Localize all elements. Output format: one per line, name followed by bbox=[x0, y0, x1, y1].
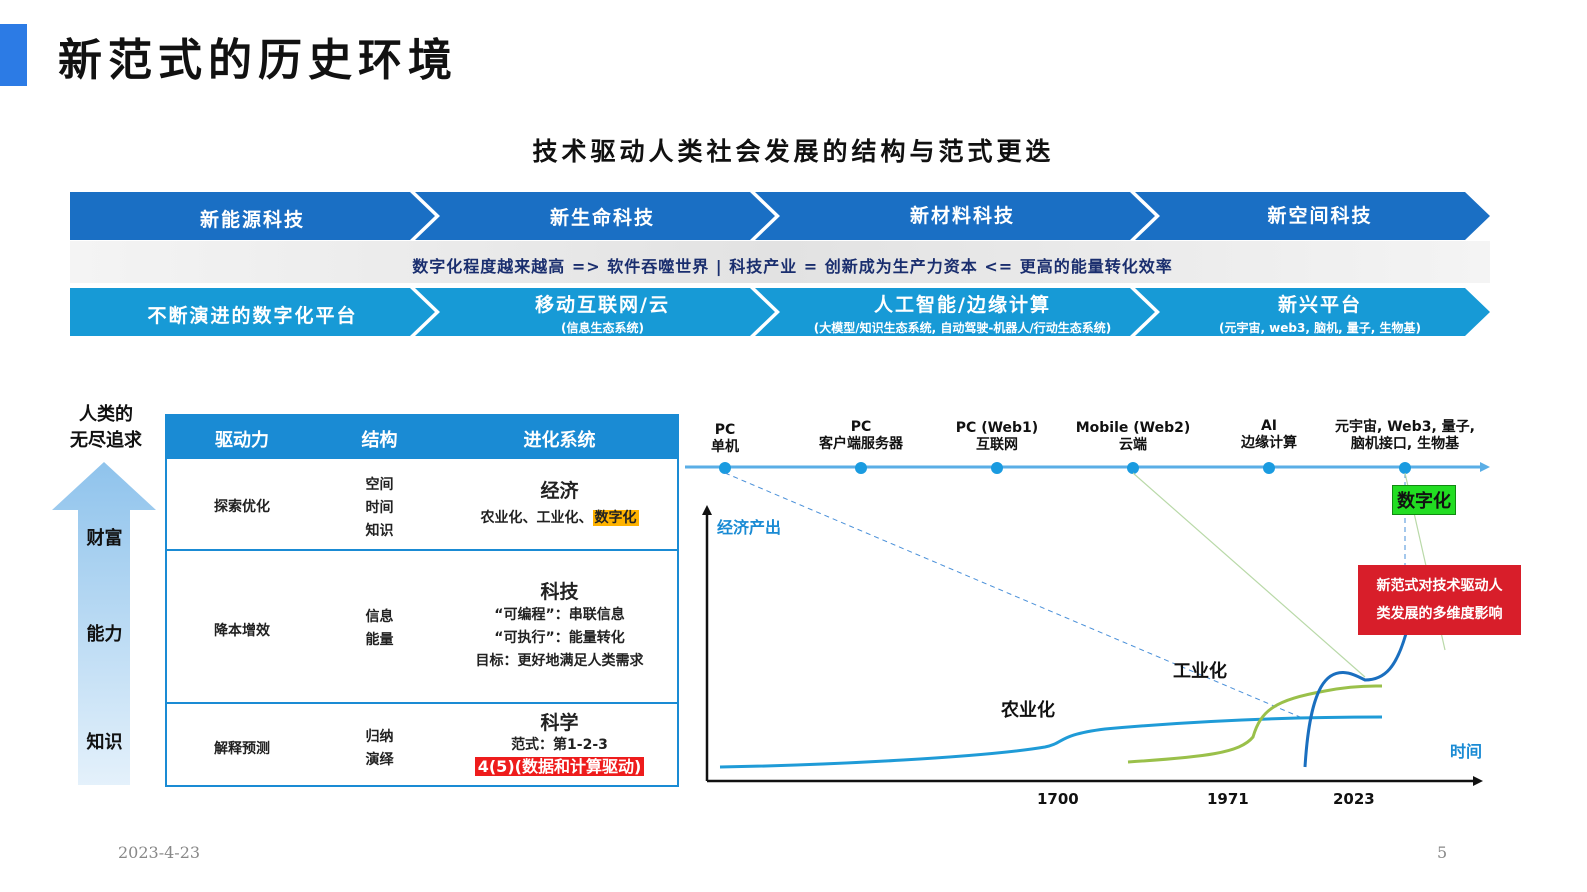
header-structure: 结构 bbox=[361, 430, 398, 451]
footer-date: 2023-4-23 bbox=[118, 843, 201, 862]
up-arrow: 财富 能力 知识 bbox=[52, 462, 157, 786]
row3-system-title: 科学 bbox=[540, 712, 579, 734]
agriculture-curve bbox=[719, 715, 1383, 769]
page-number: 5 bbox=[1437, 843, 1448, 862]
timeline-dot bbox=[855, 462, 867, 474]
impact-callout: 新范式对技术驱动人 类发展的多维度影响 bbox=[1358, 565, 1521, 635]
table-header: 驱动力 结构 进化系统 bbox=[167, 416, 677, 459]
timeline-label-6: 元宇宙, Web3, 量子,脑机接口, 生物基 bbox=[1335, 419, 1475, 452]
digital-highlight: 数字化 bbox=[592, 510, 639, 526]
top-chevrons bbox=[70, 192, 1490, 240]
header-driver: 驱动力 bbox=[215, 430, 269, 451]
row1-structure: 空间时间知识 bbox=[365, 477, 394, 539]
row2-system: 科技 “可编程”：串联信息 “可执行”：能量转化 目标：更好地满足人类需求 bbox=[442, 581, 677, 673]
driver-table: 驱动力 结构 进化系统 探索优化 空间时间知识 经济 农业化、工业化、数字化 降… bbox=[165, 414, 679, 787]
row3-system: 科学 范式：第1-2-3 4(5)(数据和计算驱动) bbox=[442, 712, 677, 779]
title-accent-bar bbox=[0, 24, 27, 86]
row1-system-title: 经济 bbox=[540, 480, 579, 502]
chart-svg bbox=[685, 462, 1490, 786]
bottom-chevron-label-3: 人工智能/边缘计算(大模型/知识生态系统, 自动驾驶-机器人/行动生态系统) bbox=[813, 294, 1112, 335]
arrow-label-ability: 能力 bbox=[86, 624, 123, 645]
chevron-top-4 bbox=[1135, 192, 1490, 240]
annotation-agriculture: 农业化 bbox=[1001, 700, 1055, 721]
diagram-subtitle: 技术驱动人类社会发展的结构与范式更迭 bbox=[532, 137, 1055, 166]
y-axis-arrowhead bbox=[702, 505, 712, 515]
chevron-top-2 bbox=[415, 192, 775, 240]
page-title: 新范式的历史环境 bbox=[58, 35, 458, 86]
quest-line-1: 人类的 bbox=[79, 404, 133, 425]
chevron-bottom-4 bbox=[1135, 288, 1490, 336]
timeline-dot bbox=[991, 462, 1003, 474]
quest-label: 人类的 无尽追求 bbox=[56, 402, 156, 454]
x-tick-2023: 2023 bbox=[1333, 790, 1375, 808]
bottom-chevron-label-1: 不断演进的数字化平台 bbox=[147, 305, 358, 327]
annotation-industry: 工业化 bbox=[1173, 661, 1227, 682]
row2-structure: 信息能量 bbox=[365, 609, 394, 648]
row1-system: 经济 农业化、工业化、数字化 bbox=[442, 476, 677, 527]
row1-driver: 探索优化 bbox=[214, 499, 270, 515]
timeline-dots bbox=[719, 462, 1411, 474]
row2-system-title: 科技 bbox=[540, 581, 579, 603]
chevron-top-1 bbox=[70, 192, 435, 240]
chevron-bottom-1 bbox=[70, 288, 435, 336]
digital-badge: 数字化 bbox=[1392, 485, 1456, 515]
middle-strip bbox=[70, 241, 1490, 283]
x-tick-1971: 1971 bbox=[1207, 790, 1249, 808]
top-chevron-label-4: 新空间科技 bbox=[1267, 205, 1373, 227]
data-driven-highlight: 4(5)(数据和计算驱动) bbox=[474, 757, 645, 776]
row-divider bbox=[167, 549, 677, 551]
up-arrow-icon bbox=[52, 462, 156, 785]
digital-curve bbox=[1303, 629, 1409, 768]
y-axis-label: 经济产出 bbox=[717, 518, 782, 537]
timeline-dot bbox=[719, 462, 731, 474]
middle-strip-text: 数字化程度越来越高 => 软件吞噬世界 | 科技产业 = 创新成为生产力资本 <… bbox=[412, 257, 1173, 276]
bottom-chevron-label-2: 移动互联网/云(信息生态系统) bbox=[535, 294, 670, 335]
row2-driver: 降本增效 bbox=[214, 623, 270, 639]
bottom-chevrons bbox=[70, 288, 1490, 336]
chevron-bottom-3 bbox=[755, 288, 1155, 336]
arrow-label-wealth: 财富 bbox=[86, 528, 123, 549]
chevron-bottom-2 bbox=[415, 288, 775, 336]
timeline-arrowhead bbox=[1480, 462, 1490, 472]
row3-driver: 解释预测 bbox=[214, 741, 270, 757]
x-tick-1700: 1700 bbox=[1037, 790, 1079, 808]
connector-line bbox=[1132, 472, 1366, 678]
timeline-dot bbox=[1263, 462, 1275, 474]
top-chevron-label-3: 新材料科技 bbox=[909, 205, 1015, 227]
top-chevron-label-2: 新生命科技 bbox=[549, 207, 655, 229]
x-axis-arrowhead bbox=[1473, 776, 1483, 786]
chevron-band: 新能源科技 新生命科技 新材料科技 新空间科技 数字化程度越来越高 => 软件吞… bbox=[70, 186, 1515, 338]
header-system: 进化系统 bbox=[523, 430, 596, 451]
chevron-top-3 bbox=[755, 192, 1155, 240]
top-chevron-label-1: 新能源科技 bbox=[199, 209, 305, 231]
bottom-chevron-label-4: 新兴平台(元宇宙, web3, 脑机, 量子, 生物基) bbox=[1218, 294, 1422, 335]
timeline-dot bbox=[1127, 462, 1139, 474]
chevron-shapes bbox=[70, 192, 1490, 336]
timeline-label-4: Mobile (Web2)云端 bbox=[1075, 420, 1191, 453]
timeline-label-3: PC (Web1)互联网 bbox=[955, 420, 1039, 453]
x-axis-label: 时间 bbox=[1450, 742, 1483, 761]
industry-curve bbox=[1127, 684, 1383, 764]
row3-structure: 归纳演绎 bbox=[365, 729, 394, 768]
quest-line-2: 无尽追求 bbox=[70, 430, 142, 451]
arrow-label-knowledge: 知识 bbox=[86, 732, 123, 753]
timeline-dot bbox=[1399, 462, 1411, 474]
row-divider bbox=[167, 702, 677, 704]
